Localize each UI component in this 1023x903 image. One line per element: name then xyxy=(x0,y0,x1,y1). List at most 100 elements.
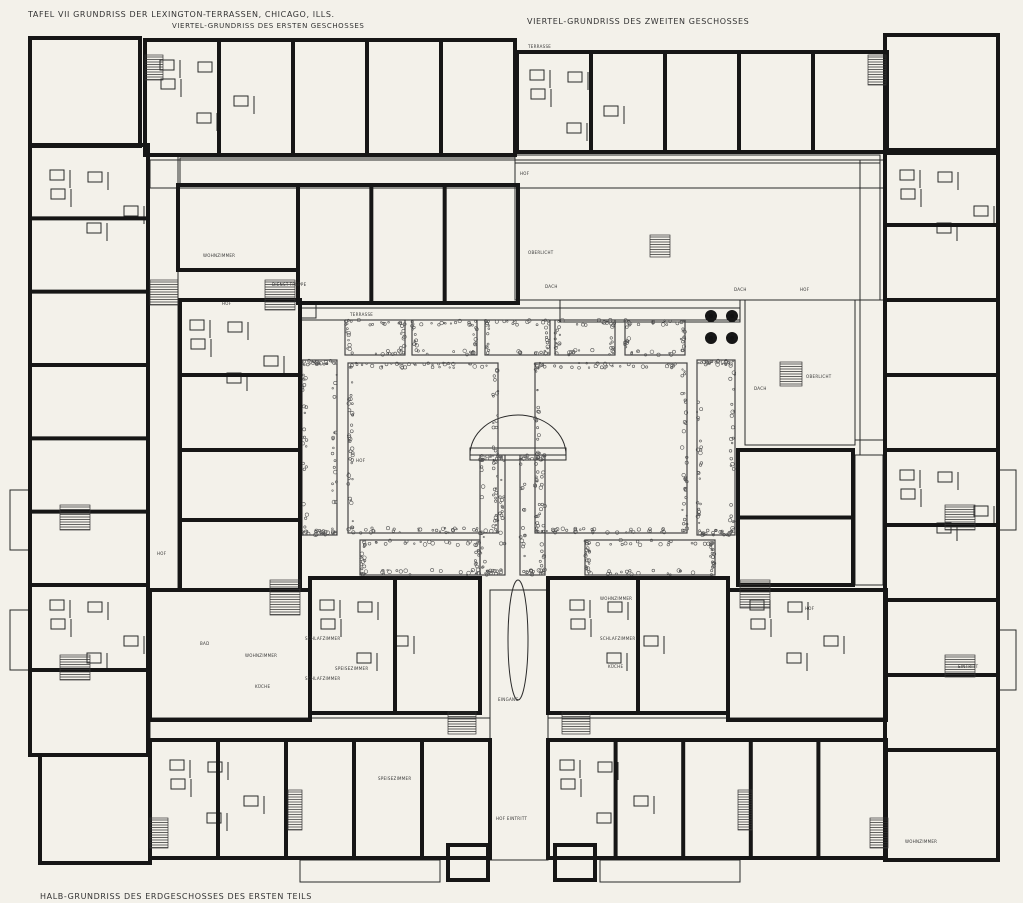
shrub xyxy=(348,339,350,341)
shrub xyxy=(591,348,594,351)
shrub xyxy=(629,543,631,545)
label-kueche: KÜCHE xyxy=(608,664,623,669)
shrub xyxy=(610,337,612,339)
shrub xyxy=(556,329,559,332)
shrub xyxy=(386,349,389,352)
fixture xyxy=(228,322,242,332)
shrub xyxy=(610,573,612,575)
shrub xyxy=(682,429,685,432)
shrub xyxy=(706,529,709,532)
shrub xyxy=(542,524,545,527)
shrub xyxy=(710,569,712,571)
fixture xyxy=(974,506,988,516)
fixture xyxy=(51,189,65,199)
shrub xyxy=(540,475,543,478)
fixture xyxy=(598,762,612,772)
shrub xyxy=(636,540,639,543)
shrub xyxy=(700,362,702,364)
shrub xyxy=(700,407,703,410)
shrub xyxy=(559,344,561,346)
shrub xyxy=(652,569,655,572)
shrub xyxy=(554,365,556,367)
garden-bed xyxy=(480,455,505,575)
shrub xyxy=(710,546,712,548)
shrub xyxy=(711,556,714,559)
shrub xyxy=(439,531,440,532)
shrub xyxy=(680,338,682,340)
shrub xyxy=(576,323,578,325)
shrub xyxy=(546,341,549,344)
shrub xyxy=(368,542,371,545)
corridor-outline xyxy=(860,160,885,455)
shrub xyxy=(387,569,389,571)
column xyxy=(728,312,736,320)
shrub xyxy=(331,452,334,455)
fixture xyxy=(531,89,545,99)
shrub xyxy=(561,527,565,531)
shrub xyxy=(682,330,684,332)
fixture xyxy=(787,653,801,663)
garden-bed xyxy=(360,540,480,575)
shrub xyxy=(483,536,484,537)
side-steps xyxy=(10,490,30,550)
shrub xyxy=(516,323,519,326)
corridor-outline xyxy=(180,158,515,186)
side-steps xyxy=(10,610,30,670)
fixture xyxy=(87,223,101,233)
shrub xyxy=(303,468,306,471)
forecourt-outline xyxy=(600,860,740,882)
shrub xyxy=(423,543,427,547)
pavilion xyxy=(470,415,566,455)
shrub xyxy=(638,543,642,547)
fixture xyxy=(51,619,65,629)
shrub xyxy=(578,366,581,369)
shrub xyxy=(426,353,428,355)
shrub xyxy=(306,363,309,366)
shrub xyxy=(492,467,495,470)
shrub xyxy=(463,349,467,353)
shrub xyxy=(443,322,445,324)
shrub xyxy=(729,364,732,367)
label-bad: BAD xyxy=(200,641,209,646)
corridor-outline xyxy=(300,303,316,318)
fixture xyxy=(900,170,914,180)
fixture xyxy=(938,472,952,482)
shrub xyxy=(535,371,537,373)
shrub xyxy=(399,347,402,350)
shrub xyxy=(667,543,669,545)
fixture xyxy=(161,79,175,89)
stair xyxy=(448,712,476,734)
shrub xyxy=(450,323,451,324)
shrub xyxy=(537,438,539,440)
stair xyxy=(288,790,302,830)
fixture xyxy=(938,172,952,182)
shrub xyxy=(544,326,547,329)
fixture xyxy=(197,113,211,123)
shrub xyxy=(495,497,497,499)
shrub xyxy=(431,541,435,545)
shrub xyxy=(684,371,685,372)
shrub xyxy=(500,498,503,501)
shrub xyxy=(540,564,543,567)
shrub xyxy=(459,571,462,574)
shrub xyxy=(371,364,374,367)
stair xyxy=(60,655,90,680)
shrub xyxy=(422,350,424,352)
fixture xyxy=(320,600,334,610)
shrub xyxy=(593,527,596,530)
shrub xyxy=(488,325,490,327)
fixture xyxy=(824,636,838,646)
shrub xyxy=(507,321,509,323)
shrub xyxy=(351,382,353,384)
shrub xyxy=(391,363,393,365)
shrub xyxy=(604,367,606,369)
fixture xyxy=(751,619,765,629)
shrub xyxy=(559,334,561,336)
shrub xyxy=(488,328,490,330)
shrub xyxy=(700,503,702,505)
wing-wall xyxy=(145,40,515,155)
shrub xyxy=(523,483,526,486)
label-hof: HOF xyxy=(520,171,530,176)
shrub xyxy=(630,528,633,531)
shrub xyxy=(348,347,351,350)
